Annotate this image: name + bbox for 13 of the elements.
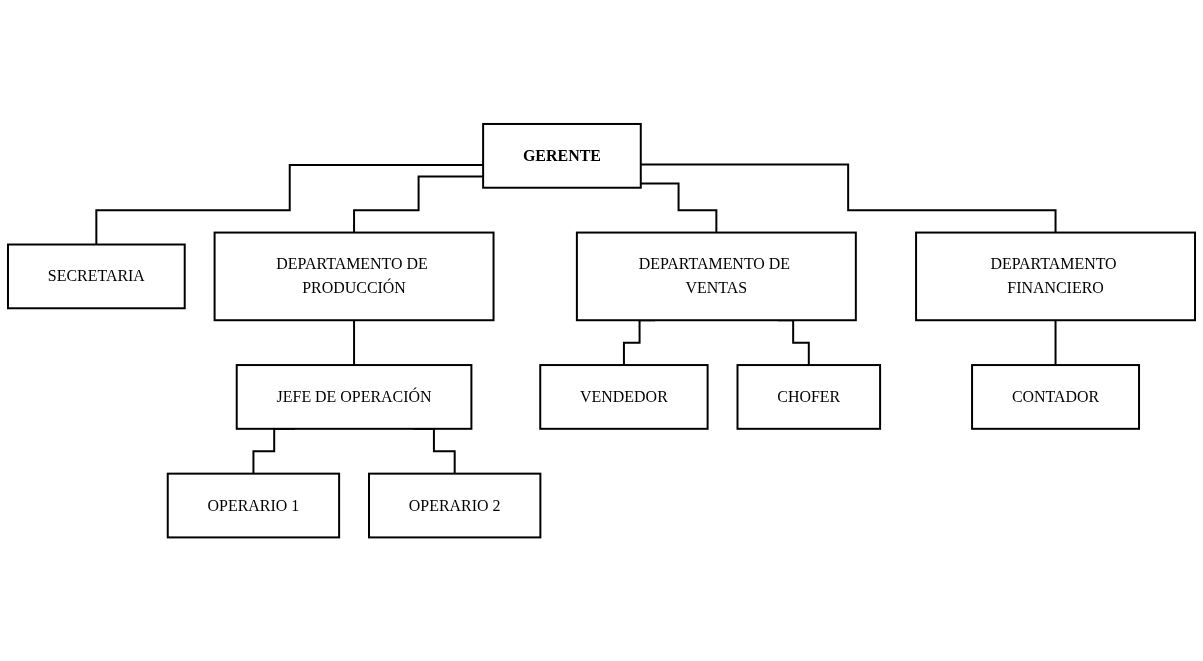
node-box: OPERARIO 2 — [368, 472, 542, 539]
connector — [353, 319, 356, 366]
connector — [1054, 319, 1057, 366]
node-box: VENDEDOR — [539, 363, 709, 430]
node-box: CHOFER — [736, 363, 882, 430]
node-box: DEPARTAMENTO DE VENTAS — [575, 231, 857, 322]
node-box: GERENTE — [482, 122, 642, 189]
node-box: SECRETARIA — [7, 243, 186, 310]
node-box: JEFE DE OPERACIÓN — [235, 363, 473, 430]
node-box: DEPARTAMENTO DE PRODUCCIÓN — [213, 231, 495, 322]
node-box: CONTADOR — [971, 363, 1141, 430]
node-box: DEPARTAMENTO FINANCIERO — [915, 231, 1196, 322]
node-box: OPERARIO 1 — [166, 472, 341, 539]
